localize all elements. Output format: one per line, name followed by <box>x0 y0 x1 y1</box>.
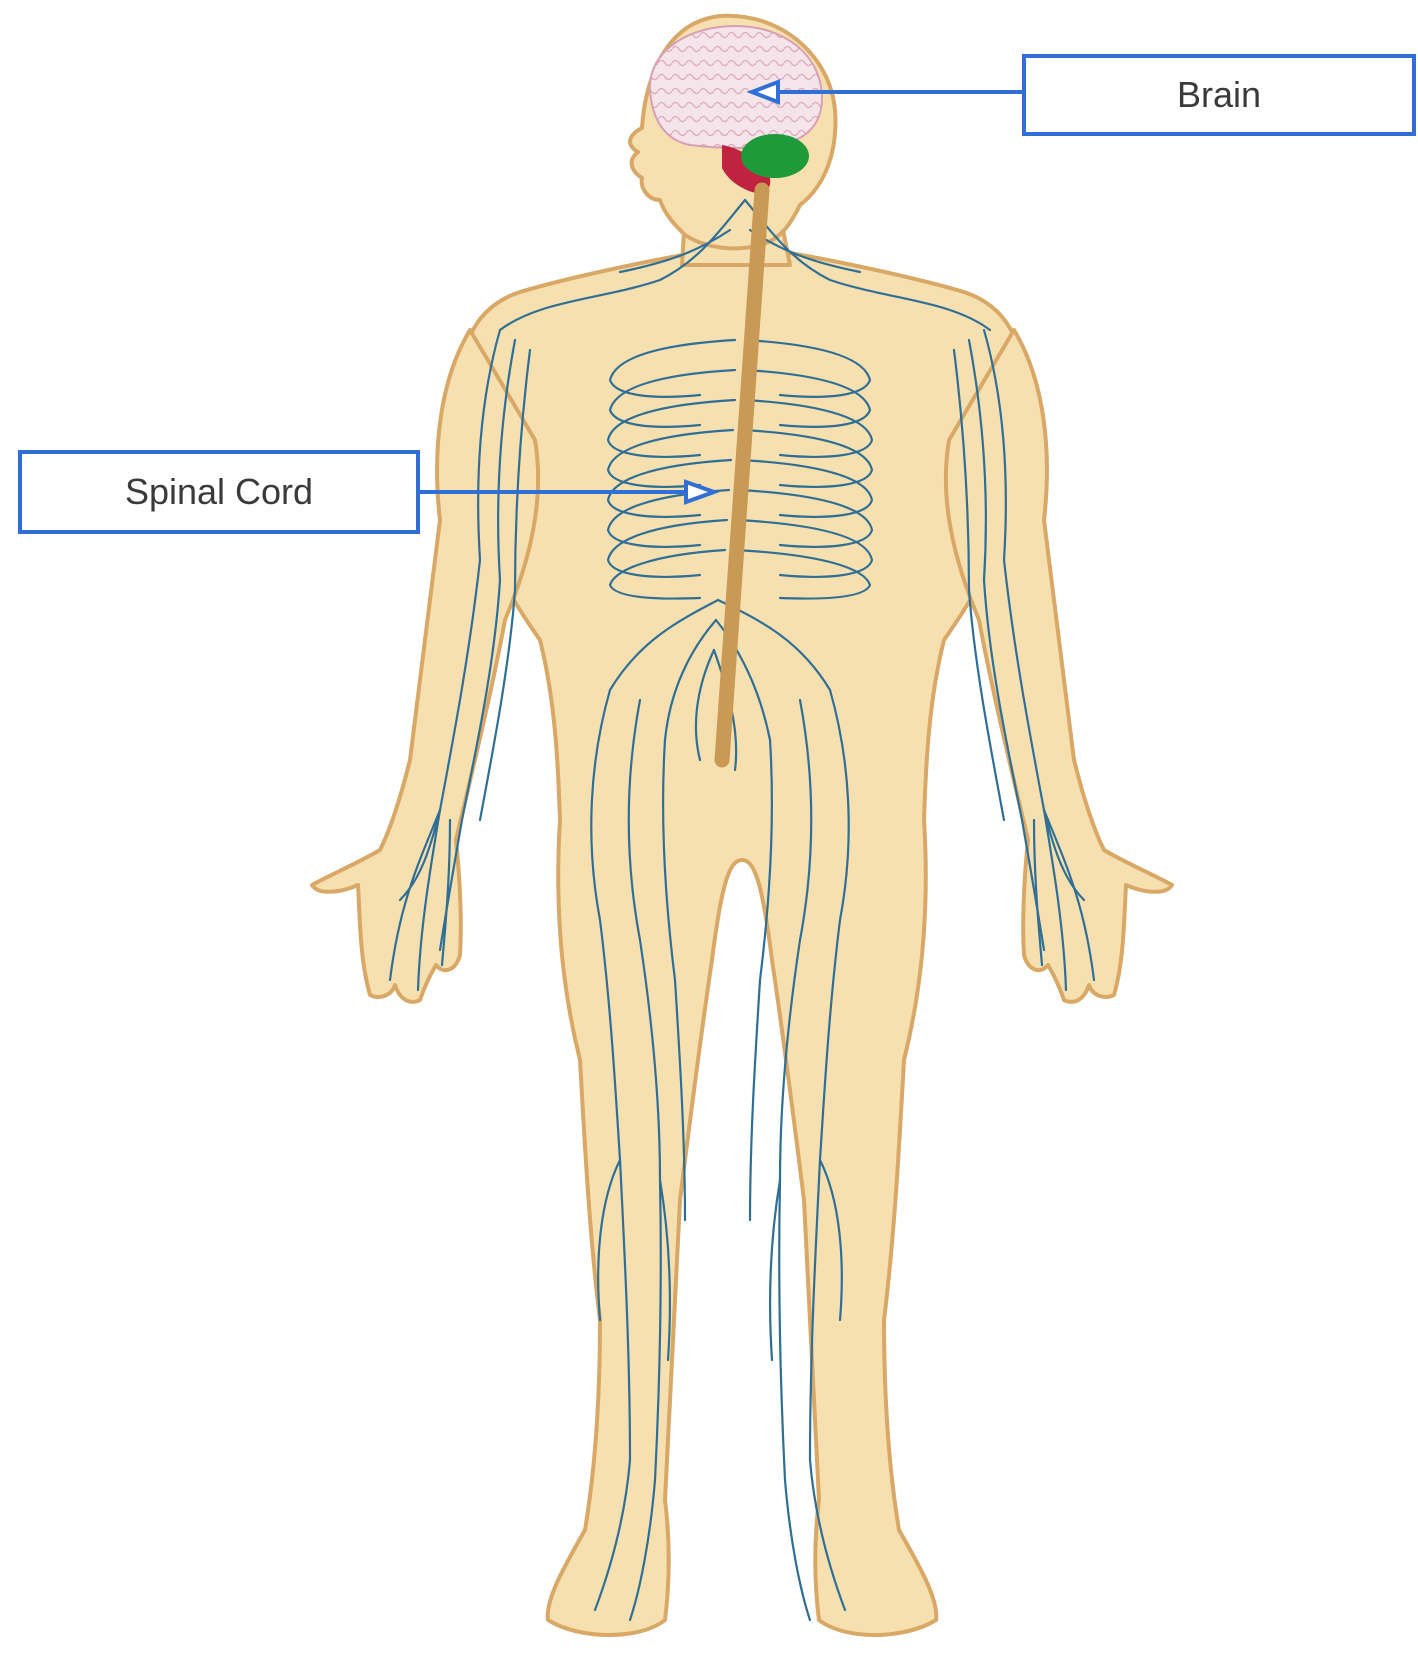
body-silhouette <box>312 16 1172 1635</box>
cerebellum <box>741 134 809 178</box>
spinal-cord-label: Spinal Cord <box>125 471 313 513</box>
brain <box>650 26 822 148</box>
brain-label-box: Brain <box>1022 54 1416 136</box>
brain-label: Brain <box>1177 74 1261 116</box>
spinal-cord-label-box: Spinal Cord <box>18 450 420 534</box>
